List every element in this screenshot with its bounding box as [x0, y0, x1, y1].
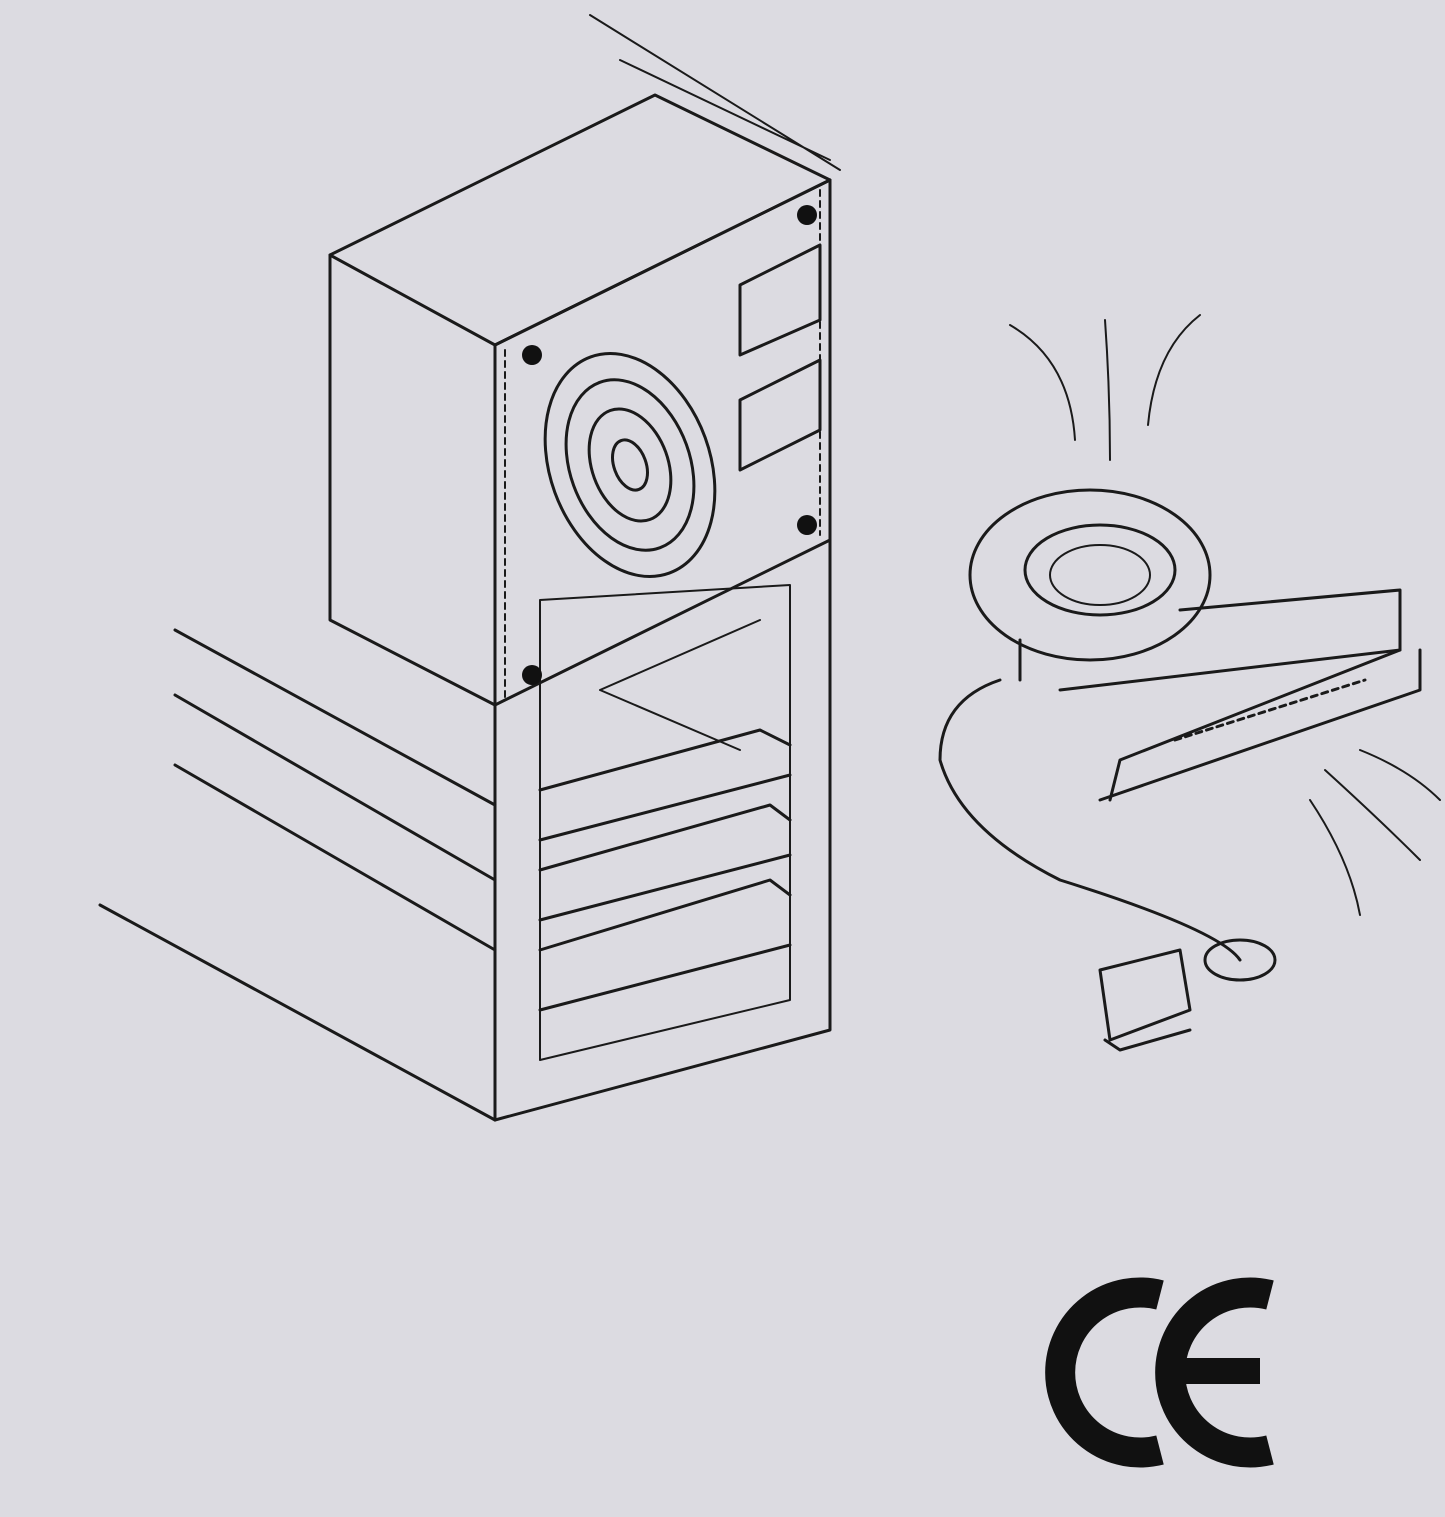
power-socket-icon	[738, 358, 822, 472]
slot-blower-fan	[938, 314, 1441, 1052]
pc-case	[98, 14, 841, 1122]
fan-grille-icon	[543, 352, 717, 578]
expansion-slots	[538, 619, 792, 1012]
ce-logo	[1045, 1277, 1274, 1468]
power-socket-icon	[738, 243, 822, 357]
power-supply	[328, 93, 832, 707]
